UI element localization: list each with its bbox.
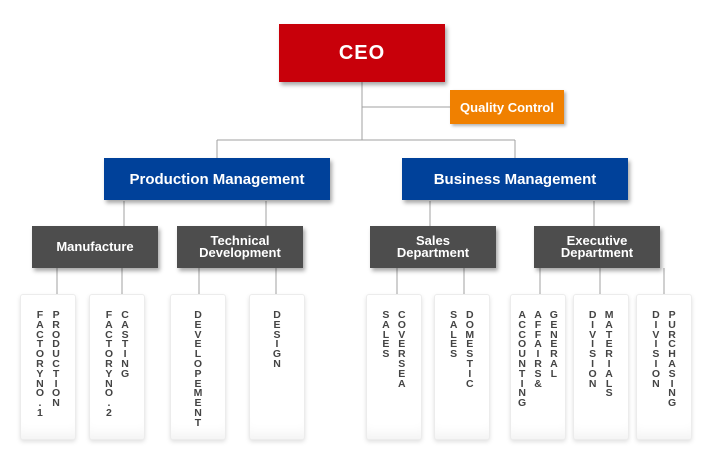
- quality-control-label: Quality Control: [460, 99, 554, 115]
- production-management-box: Production Management: [104, 158, 330, 200]
- quality-control-box: Quality Control: [450, 90, 564, 124]
- sales-department-line2: Department: [396, 245, 470, 260]
- executive-department-box: Executive Department: [534, 226, 660, 268]
- executive-department-line2: Department: [560, 245, 634, 260]
- business-management-box: Business Management: [402, 158, 628, 200]
- production-management-label: Production Management: [129, 170, 305, 188]
- executive-department-line1: Executive: [566, 233, 628, 248]
- technical-development-line1: Technical: [210, 233, 270, 248]
- technical-development-line2: Development: [199, 245, 281, 260]
- manufacture-box: Manufacture: [32, 226, 158, 268]
- ceo-box: CEO: [279, 24, 445, 82]
- ceo-label: CEO: [338, 41, 386, 64]
- sales-department-line1: Sales: [416, 233, 450, 248]
- sales-department-box: Sales Department: [370, 226, 496, 268]
- manufacture-label: Manufacture: [56, 239, 134, 254]
- business-management-label: Business Management: [433, 170, 597, 188]
- technical-development-box: Technical Development: [177, 226, 303, 268]
